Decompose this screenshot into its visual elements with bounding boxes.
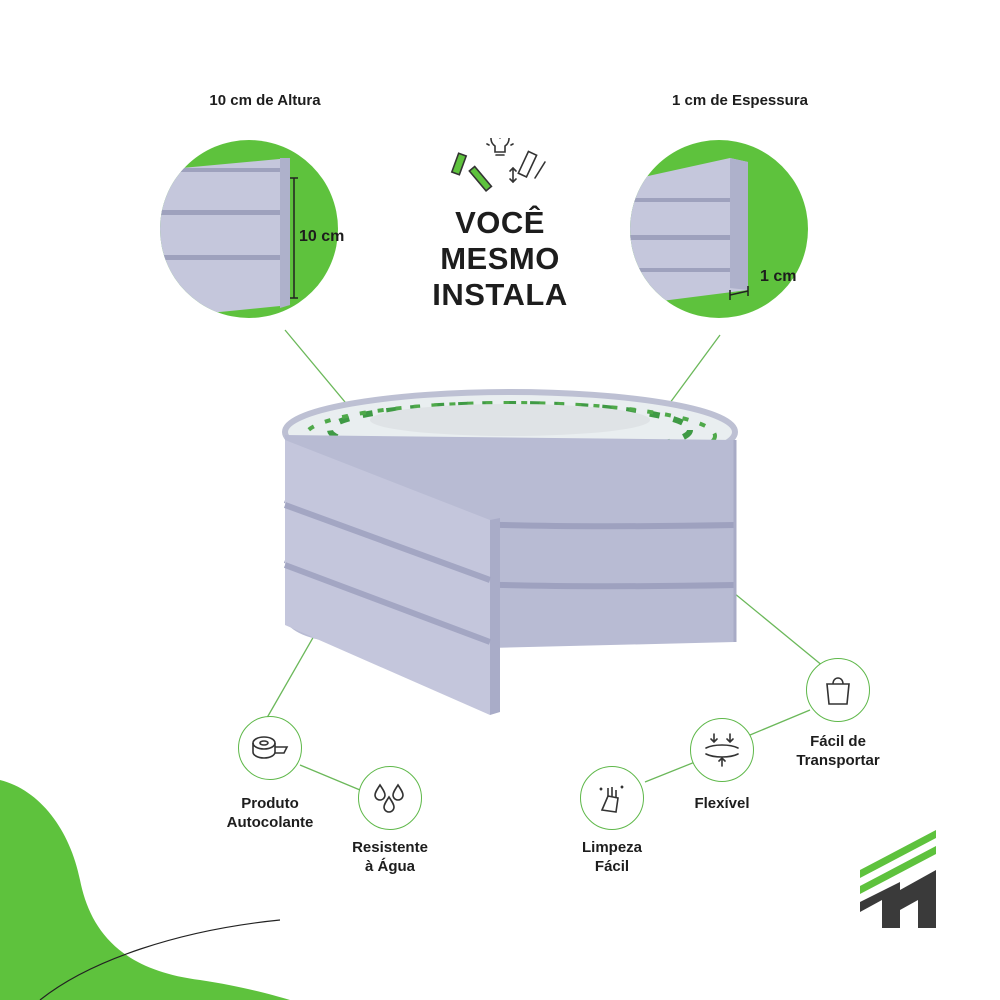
feature-autocolante-icon-circle <box>238 716 302 780</box>
headline: VOCÊ MESMO INSTALA <box>400 205 600 313</box>
water-drops-icon <box>374 783 404 813</box>
thickness-measure: 1 cm <box>760 268 797 285</box>
brand-m-logo <box>860 830 936 928</box>
feature-agua-icon-circle <box>358 766 422 830</box>
feature-limpeza-icon-circle <box>580 766 644 830</box>
tape-roll-icon <box>252 736 289 759</box>
height-measure: 10 cm <box>299 228 345 245</box>
feature-flexivel-label: Flexível <box>694 795 750 812</box>
feature-agua-label: Resistente à Água <box>352 839 428 875</box>
diy-tools-icon <box>450 138 546 193</box>
flex-arrows-icon <box>705 733 739 767</box>
thickness-caption: 1 cm de Espessura <box>672 92 808 109</box>
feature-flexivel-icon-circle <box>690 718 754 782</box>
feature-limpeza-label: Limpeza Fácil <box>581 839 642 875</box>
headline-line-1: VOCÊ <box>455 205 545 240</box>
feature-transportar-label: Fácil de Transportar <box>796 733 880 769</box>
decorative-green-blob <box>0 780 290 1000</box>
height-caption: 10 cm de Altura <box>209 92 321 109</box>
feature-transportar-icon-circle <box>806 658 870 722</box>
cleaning-hand-icon <box>599 785 624 813</box>
product-roll-image <box>282 389 738 715</box>
thickness-zoom-circle <box>630 140 808 318</box>
height-zoom-circle <box>160 140 338 318</box>
bag-icon <box>826 677 850 705</box>
feature-autocolante-label: Produto Autocolante <box>226 795 314 831</box>
headline-line-2: MESMO <box>440 241 560 276</box>
headline-line-3: INSTALA <box>432 277 568 312</box>
